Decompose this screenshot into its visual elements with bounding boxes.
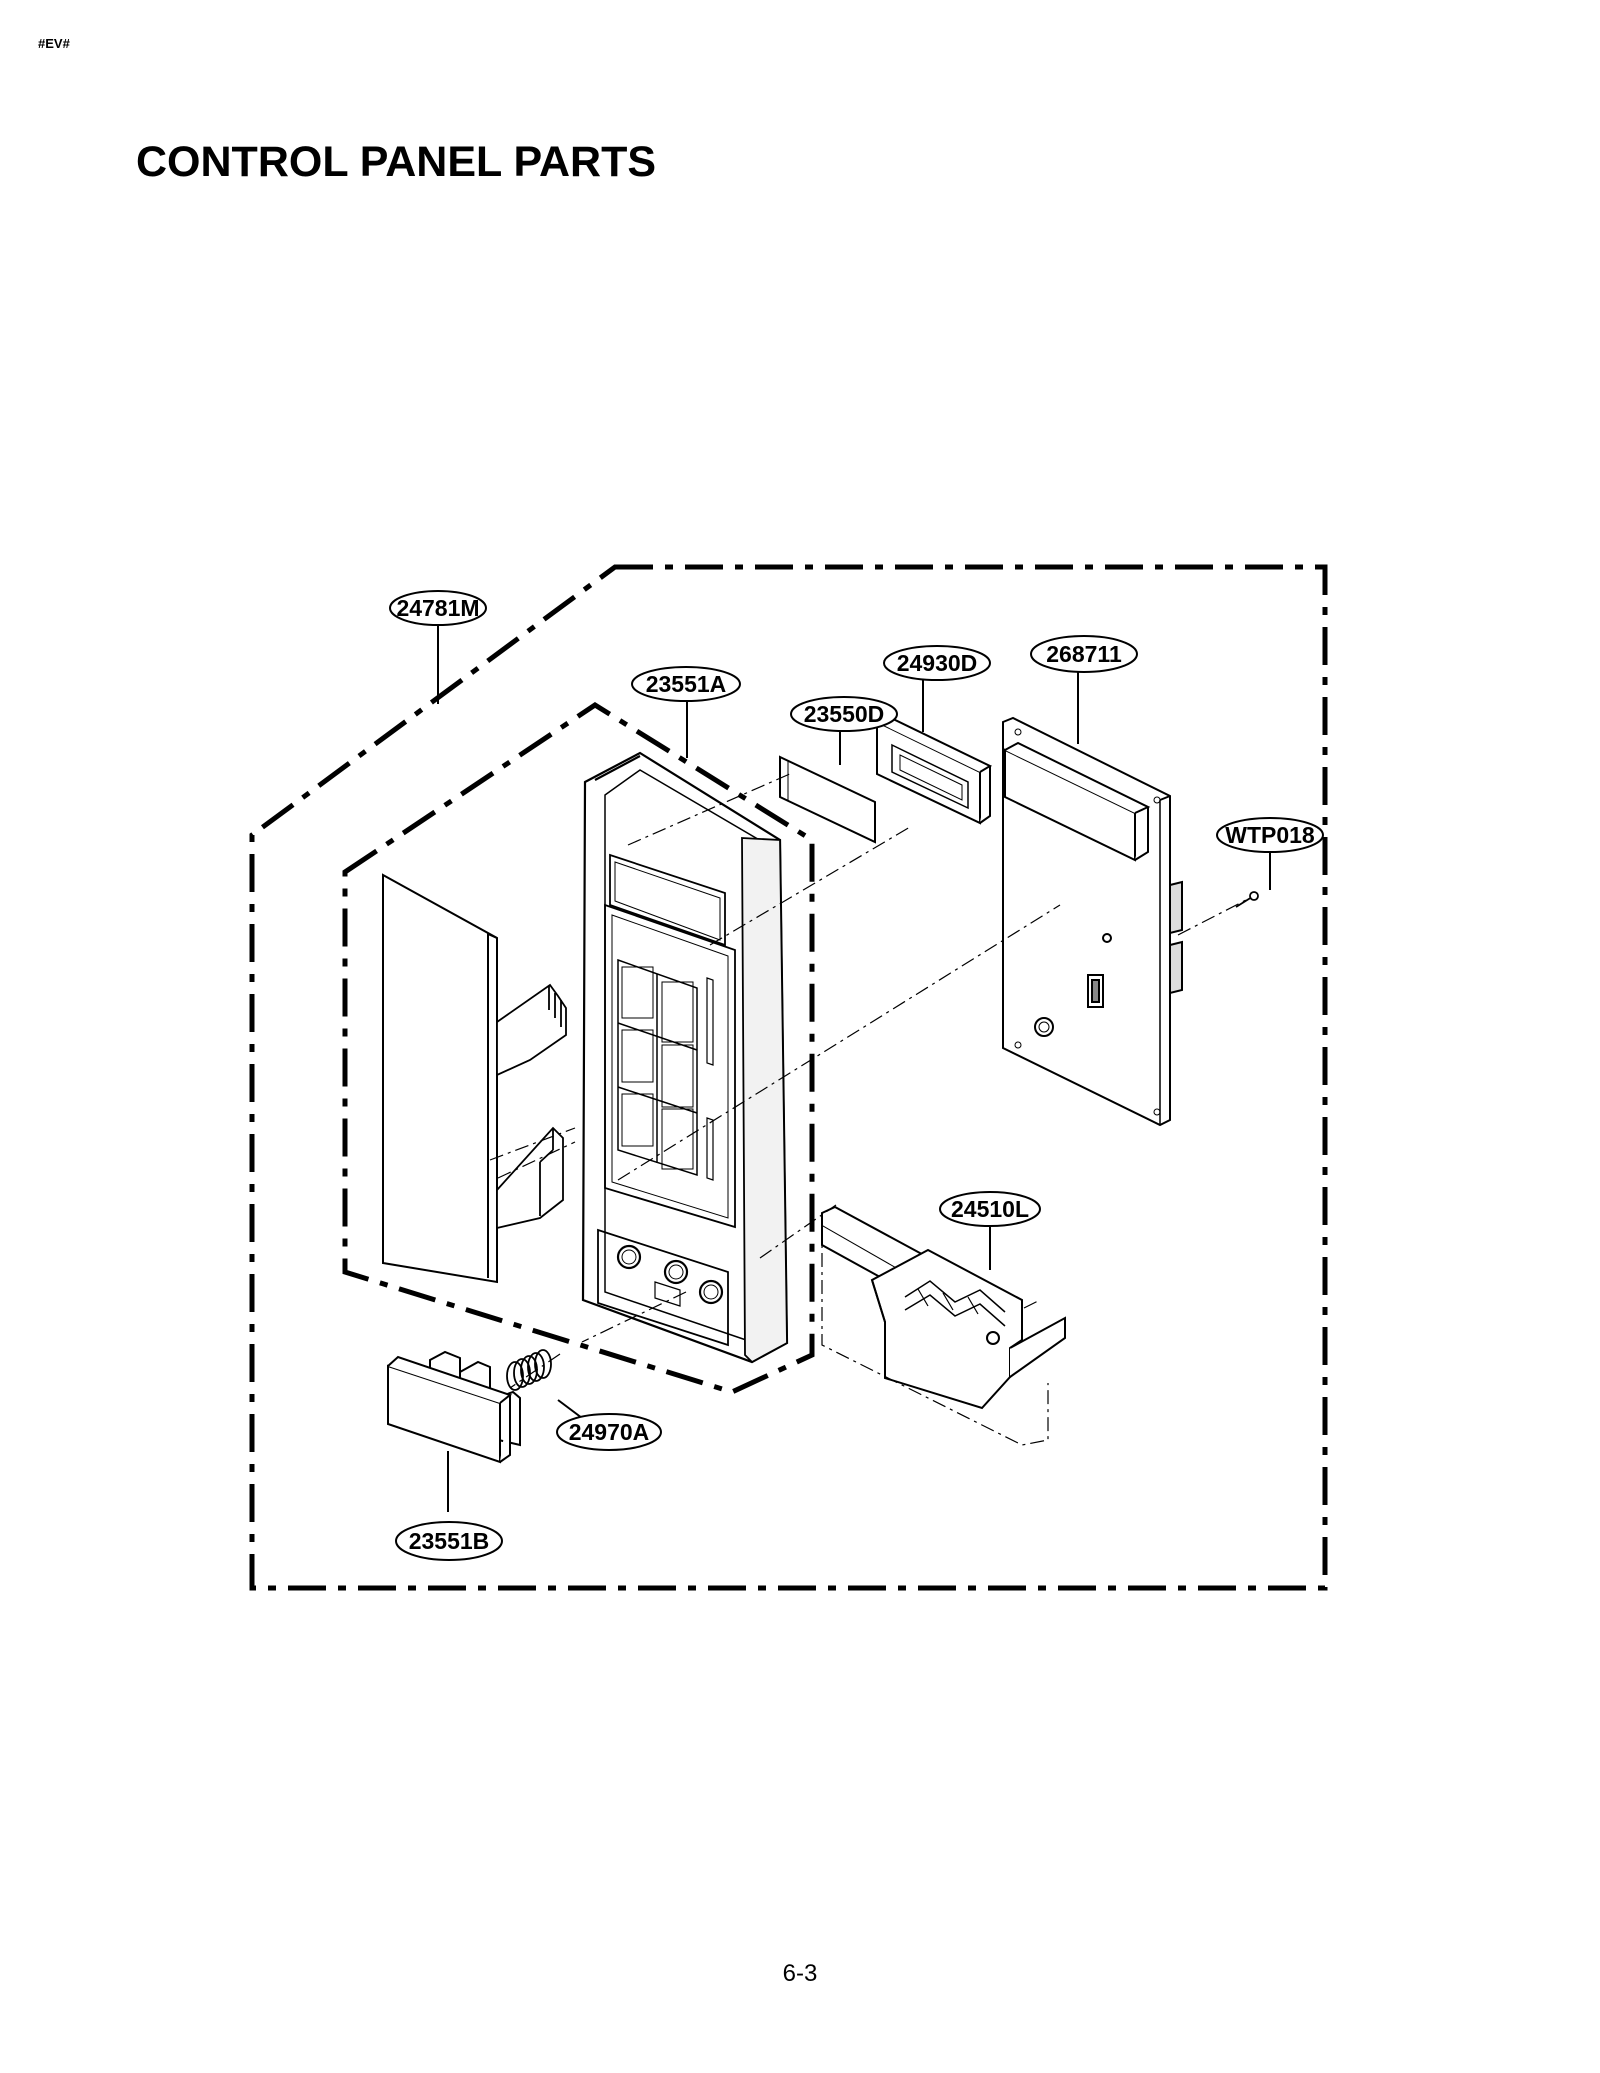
part-label: 24510L bbox=[951, 1196, 1029, 1222]
part-label: WTP018 bbox=[1225, 822, 1315, 848]
part-label: 24970A bbox=[569, 1419, 650, 1445]
page-title: CONTROL PANEL PARTS bbox=[136, 138, 657, 186]
lever-assembly bbox=[821, 1205, 1066, 1410]
part-label: 23551B bbox=[409, 1528, 490, 1554]
part-label: 24930D bbox=[897, 650, 978, 676]
control-panel-frame bbox=[581, 751, 789, 1364]
part-label: 268711 bbox=[1046, 641, 1122, 667]
film-sheet bbox=[382, 873, 498, 1284]
part-callout-24781M: 24781M bbox=[389, 590, 487, 626]
part-callout-23551A: 23551A bbox=[631, 666, 741, 702]
door-button bbox=[387, 1350, 521, 1464]
assembly-boundary-outer bbox=[249, 564, 1328, 1591]
part-label: 24781M bbox=[396, 595, 479, 621]
part-callout-24930D: 24930D bbox=[883, 645, 991, 681]
part-callout-23551B: 23551B bbox=[395, 1521, 503, 1561]
ribbon-cable bbox=[496, 983, 567, 1230]
page-number: 6-3 bbox=[782, 1960, 818, 1987]
part-callout-WTP018: WTP018 bbox=[1216, 817, 1324, 853]
part-callout-23550D: 23550D bbox=[790, 696, 898, 732]
screw bbox=[1235, 891, 1259, 908]
assembly-boundary-inner bbox=[342, 702, 815, 1395]
display-holder bbox=[876, 714, 993, 825]
display-filter bbox=[779, 755, 876, 844]
leader-lines bbox=[437, 625, 1271, 1512]
part-callout-268711: 268711 bbox=[1030, 635, 1138, 673]
document-tag: #EV# bbox=[38, 36, 70, 51]
part-callout-24510L: 24510L bbox=[939, 1191, 1041, 1227]
pcb-assembly bbox=[1002, 716, 1183, 1127]
part-callout-24970A: 24970A bbox=[556, 1413, 662, 1451]
alignment-lines bbox=[489, 772, 1247, 1446]
part-label: 23551A bbox=[646, 671, 727, 697]
spring bbox=[506, 1349, 552, 1391]
part-label: 23550D bbox=[804, 701, 885, 727]
